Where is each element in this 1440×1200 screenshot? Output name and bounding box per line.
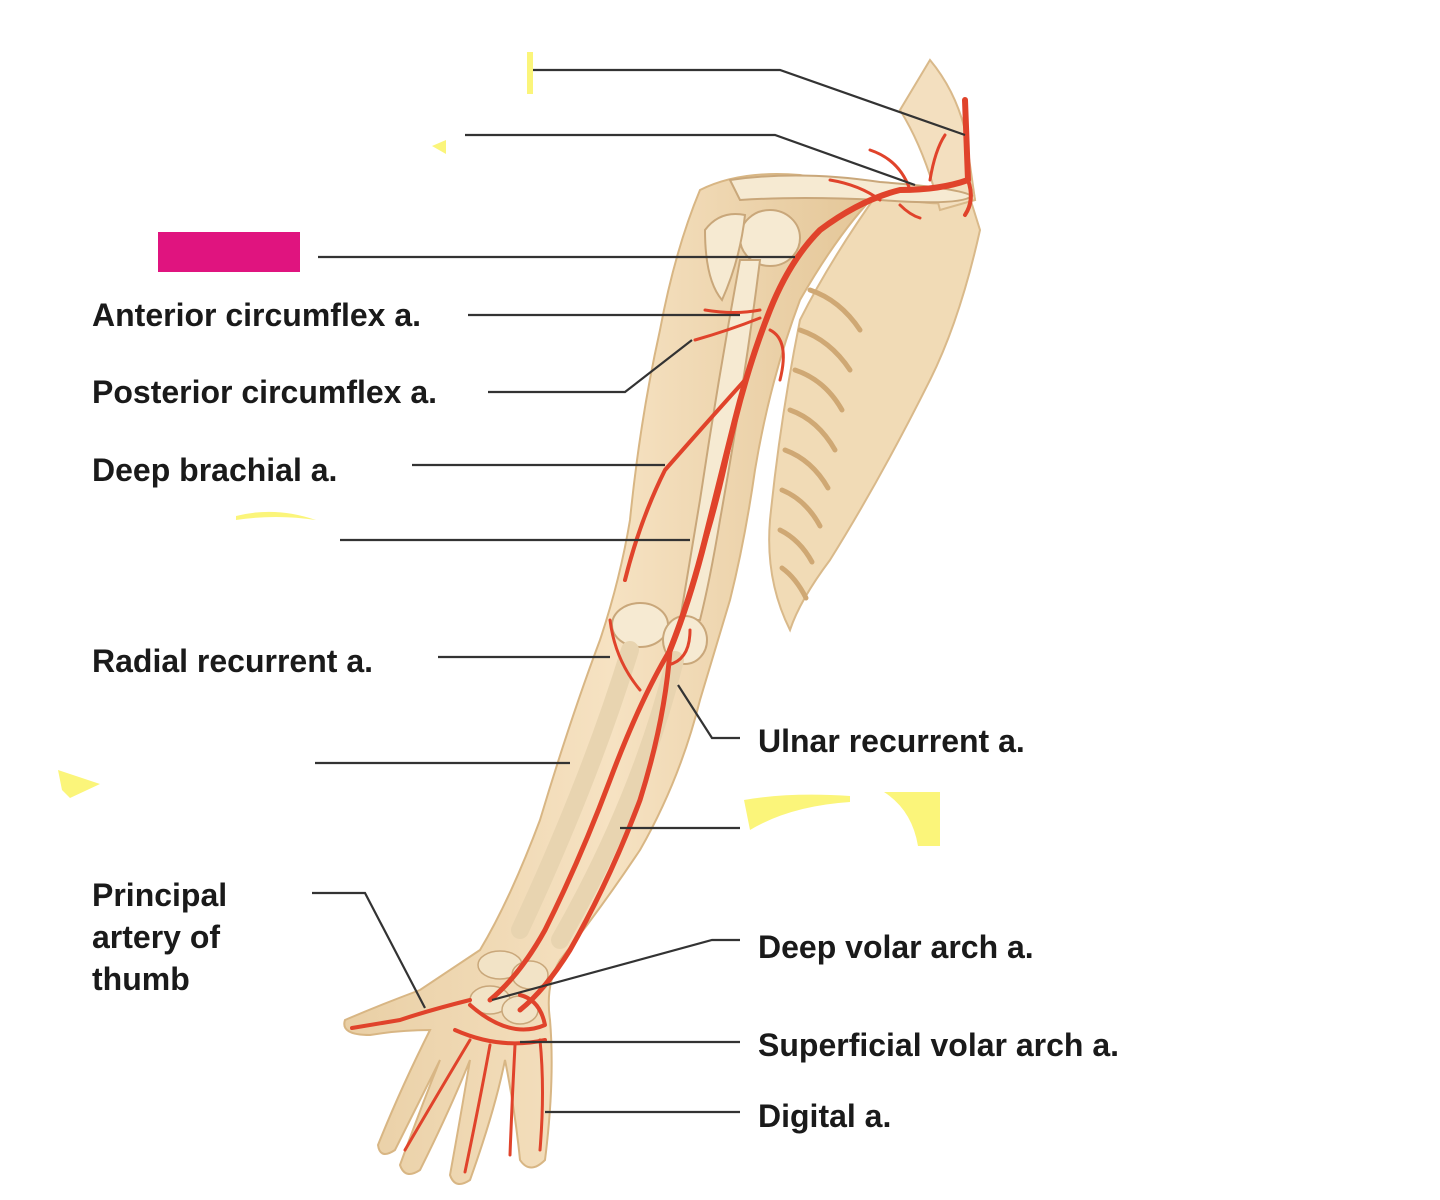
label-principal-artery-of-thumb: Principal artery of thumb <box>92 877 228 997</box>
shoulder-bones <box>703 174 974 302</box>
label-deep-brachial-artery: Deep brachial a. <box>92 452 338 488</box>
leader-line <box>533 68 966 137</box>
yellow-highlight-mark <box>744 794 850 830</box>
ribs <box>777 287 863 601</box>
leader-line <box>312 891 426 1009</box>
label-radial-recurrent-artery: Radial recurrent a. <box>92 643 373 679</box>
label-ulnar-recurrent-artery: Ulnar recurrent a. <box>758 723 1025 759</box>
label-anterior-circumflex-artery: Anterior circumflex a. <box>92 297 421 333</box>
label-posterior-circumflex-artery: Posterior circumflex a. <box>92 374 438 410</box>
yellow-highlight-mark <box>527 52 533 94</box>
label-superficial-volar-arch-artery: Superficial volar arch a. <box>758 1027 1120 1063</box>
neck <box>898 58 977 212</box>
yellow-highlight-mark <box>432 140 446 154</box>
leader-line <box>491 938 740 1002</box>
yellow-highlight-mark <box>884 792 940 846</box>
yellow-highlight-mark <box>58 770 100 798</box>
leader-line <box>488 339 693 394</box>
label-deep-volar-arch-artery: Deep volar arch a. <box>758 929 1034 965</box>
leader-line <box>677 684 740 740</box>
label-digital-artery: Digital a. <box>758 1098 892 1134</box>
yellow-highlight-mark <box>236 511 316 520</box>
leader-line <box>465 133 916 187</box>
magenta-highlight-box <box>158 232 300 272</box>
leader-lines <box>312 68 966 1114</box>
